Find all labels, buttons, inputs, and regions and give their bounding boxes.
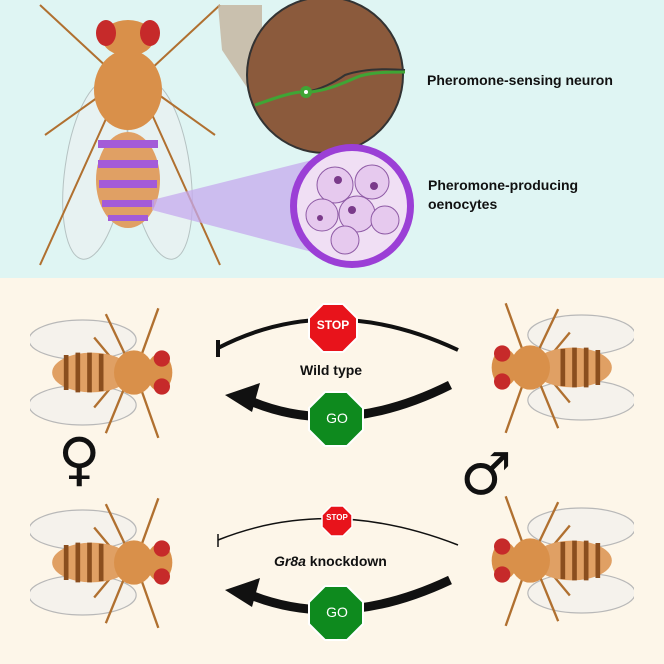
go-sign-gr8a-text: GO xyxy=(326,604,348,620)
stop-sign-small xyxy=(321,505,353,537)
neuron-label: Pheromone-sensing neuron xyxy=(427,72,613,88)
female-fly-gr8a xyxy=(29,498,173,627)
go-sign-gr8a xyxy=(308,585,364,641)
oenocyte-zoom-circle xyxy=(290,144,414,268)
female-fly-wild-type xyxy=(29,308,173,437)
gr8a-knockdown-label: Gr8a knockdown xyxy=(274,553,387,569)
gr8a-gene-name: Gr8a xyxy=(274,553,306,569)
female-symbol: ♀ xyxy=(58,425,101,493)
stop-sign-large xyxy=(308,303,358,353)
go-sign-wild-type xyxy=(308,391,364,447)
oenocyte-label-line1: Pheromone-producing xyxy=(428,177,579,193)
oenocyte-zoom-funnel xyxy=(152,160,312,252)
male-fly-wild-type xyxy=(492,303,636,432)
stop-sign-large-text: STOP xyxy=(316,318,350,332)
neuron-zoom-circle xyxy=(246,0,406,154)
male-symbol: ♂ xyxy=(460,440,512,508)
knockdown-text: knockdown xyxy=(305,553,387,569)
wild-type-label: Wild type xyxy=(300,362,363,378)
stop-sign-small-text: STOP xyxy=(326,513,348,522)
go-sign-wild-type-text: GO xyxy=(326,410,348,426)
oenocyte-label: Pheromone-producing oenocytes xyxy=(428,176,578,214)
oenocyte-label-line2: oenocytes xyxy=(428,196,498,212)
fly-dorsal-large xyxy=(39,4,221,266)
male-fly-gr8a xyxy=(492,496,636,625)
